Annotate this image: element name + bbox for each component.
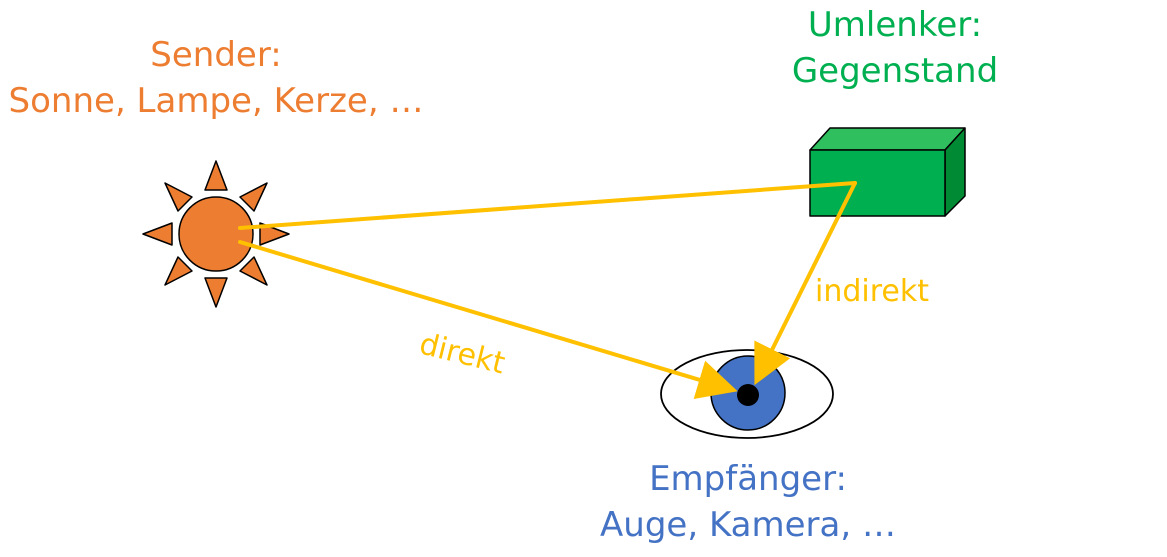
sun-disc: [178, 196, 254, 272]
sun-ray-bottom-right: [239, 256, 268, 286]
sun-ray-top-right: [239, 182, 268, 212]
receiver-examples: Auge, Kamera, …: [600, 505, 896, 545]
sun-ray-bottom: [204, 277, 228, 308]
receiver-label: Empfänger: Auge, Kamera, …: [578, 456, 918, 548]
box-icon: [809, 127, 966, 217]
indirect-path-label: indirekt: [815, 274, 929, 309]
eye-pupil: [737, 384, 759, 406]
deflector-examples: Gegenstand: [791, 51, 999, 91]
sun-ray-top-left: [164, 182, 193, 212]
sender-label: Sender: Sonne, Lampe, Kerze, …: [0, 32, 432, 124]
sun-ray-bottom-left: [164, 256, 193, 286]
light-path-sun-to-box: [238, 181, 857, 230]
sun-ray-right: [259, 222, 290, 246]
deflector-label: Umlenker: Gegenstand: [760, 2, 1030, 94]
light-path-direct-arrow: [238, 240, 738, 399]
light-path-indirect-arrow: [754, 181, 857, 386]
sender-title: Sender:: [150, 35, 282, 75]
sun-icon: [142, 160, 290, 308]
eye-icon: [660, 349, 834, 439]
sun-ray-top: [204, 160, 228, 191]
box-top-face: [809, 127, 966, 151]
sun-ray-left: [142, 222, 173, 246]
receiver-title: Empfänger:: [649, 459, 847, 499]
sender-examples: Sonne, Lampe, Kerze, …: [8, 81, 424, 121]
deflector-title: Umlenker:: [807, 5, 983, 45]
